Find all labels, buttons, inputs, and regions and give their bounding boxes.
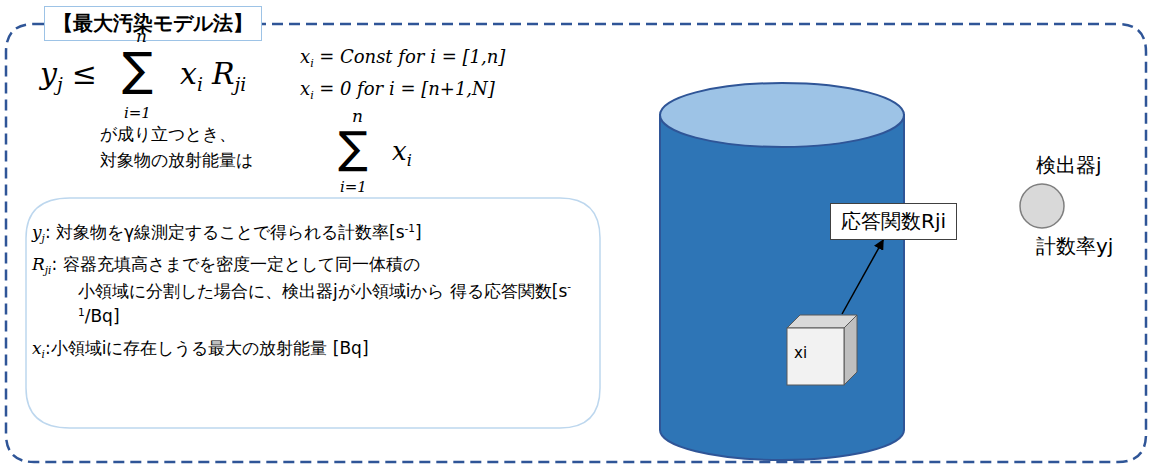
formula-text: /Bq] xyxy=(85,306,120,326)
detector-shape xyxy=(1012,179,1072,233)
formula-text: x xyxy=(300,78,310,99)
formula-text: : 対象物をγ線測定することで得られる計数率[s xyxy=(45,222,405,242)
formula-text: = 0 for i = [n+1,N] xyxy=(319,78,495,99)
subscript: j xyxy=(42,232,45,244)
formula-text: R xyxy=(32,254,45,274)
count-rate-label: 計数率yj xyxy=(1012,233,1144,260)
title-box: 【最大汚染モデル法】 xyxy=(44,6,262,41)
sum-limit: i=1 xyxy=(124,104,151,122)
sum-symbol: ∑ xyxy=(338,122,368,175)
definition: Rji: 容器充填高さまでを密度一定として同一体積の 小領域に分割した場合に、検… xyxy=(32,252,578,330)
detector-circle-shape xyxy=(1020,184,1064,228)
formula-text: x xyxy=(32,338,42,358)
formula-rhs: xiRji xyxy=(180,56,246,96)
subscript: i xyxy=(310,57,314,70)
definition: xi:小領域iに存在しうる最大の放射能量 [Bq] xyxy=(32,338,369,360)
cube-side xyxy=(844,315,857,385)
formula-text: ] xyxy=(415,222,422,242)
source-cube: xi xyxy=(786,314,858,386)
subscript: i xyxy=(310,89,314,102)
detector-label: 検出器j xyxy=(1012,152,1144,179)
subscript: j xyxy=(57,74,63,95)
formula-text: :小領域iに存在しうる最大の放射能量 [Bq] xyxy=(45,338,369,358)
detector: 検出器j 計数率yj xyxy=(1012,152,1144,260)
connector xyxy=(842,240,883,314)
detector-circle xyxy=(1012,179,1144,233)
formula-text: n xyxy=(136,26,147,46)
formula-lhs: yj ≤ xyxy=(40,56,97,96)
subscript: ji xyxy=(234,74,246,95)
formula-text: y xyxy=(40,56,57,91)
sum-term: xi xyxy=(392,136,412,170)
subscript: i xyxy=(197,74,203,95)
definition-bracket xyxy=(26,198,600,428)
node-text: xi xyxy=(794,344,858,362)
response-box: 応答関数Rji xyxy=(830,203,957,240)
formula-text: i=1 xyxy=(340,178,367,196)
formula-text: i=1 xyxy=(124,104,151,122)
condition: xi = 0 for i = [n+1,N] xyxy=(300,78,495,102)
sum-limit: i=1 xyxy=(340,178,367,196)
formula-text: ∑ xyxy=(338,122,368,173)
formula-text: = Const for i = [1,n] xyxy=(319,46,505,67)
condition: xi = Const for i = [1,n] xyxy=(300,46,505,70)
formula-text: y xyxy=(32,222,42,242)
subscript: i xyxy=(42,348,45,360)
formula-text: R xyxy=(212,56,235,91)
formula-text: x xyxy=(300,46,310,67)
node-text: 応答関数Rji xyxy=(841,208,946,235)
dashed-frame xyxy=(6,24,1146,462)
subscript: i xyxy=(407,151,412,170)
container-cylinder xyxy=(660,83,904,460)
subscript: ji xyxy=(45,264,52,276)
formula-text: ≤ xyxy=(72,56,97,91)
note-text: が成り立つとき、 対象物の放射能量は xyxy=(100,122,300,173)
formula-text: ∑ xyxy=(122,42,153,96)
superscript: -1 xyxy=(405,222,416,234)
formula-text: が成り立つとき、 対象物の放射能量は xyxy=(100,124,253,170)
definition: yj: 対象物をγ線測定することで得られる計数率[s-1] xyxy=(32,222,422,245)
formula-text: : 容器充填高さまでを密度一定として同一体積の 小領域に分割した場合に、検出器j… xyxy=(51,254,567,301)
formula-text: x xyxy=(392,136,407,166)
cylinder-body xyxy=(660,115,904,460)
sum-symbol: ∑ xyxy=(122,42,153,97)
sum-limit: n xyxy=(136,26,147,46)
formula-text: x xyxy=(180,56,197,91)
cylinder-top xyxy=(660,83,904,147)
